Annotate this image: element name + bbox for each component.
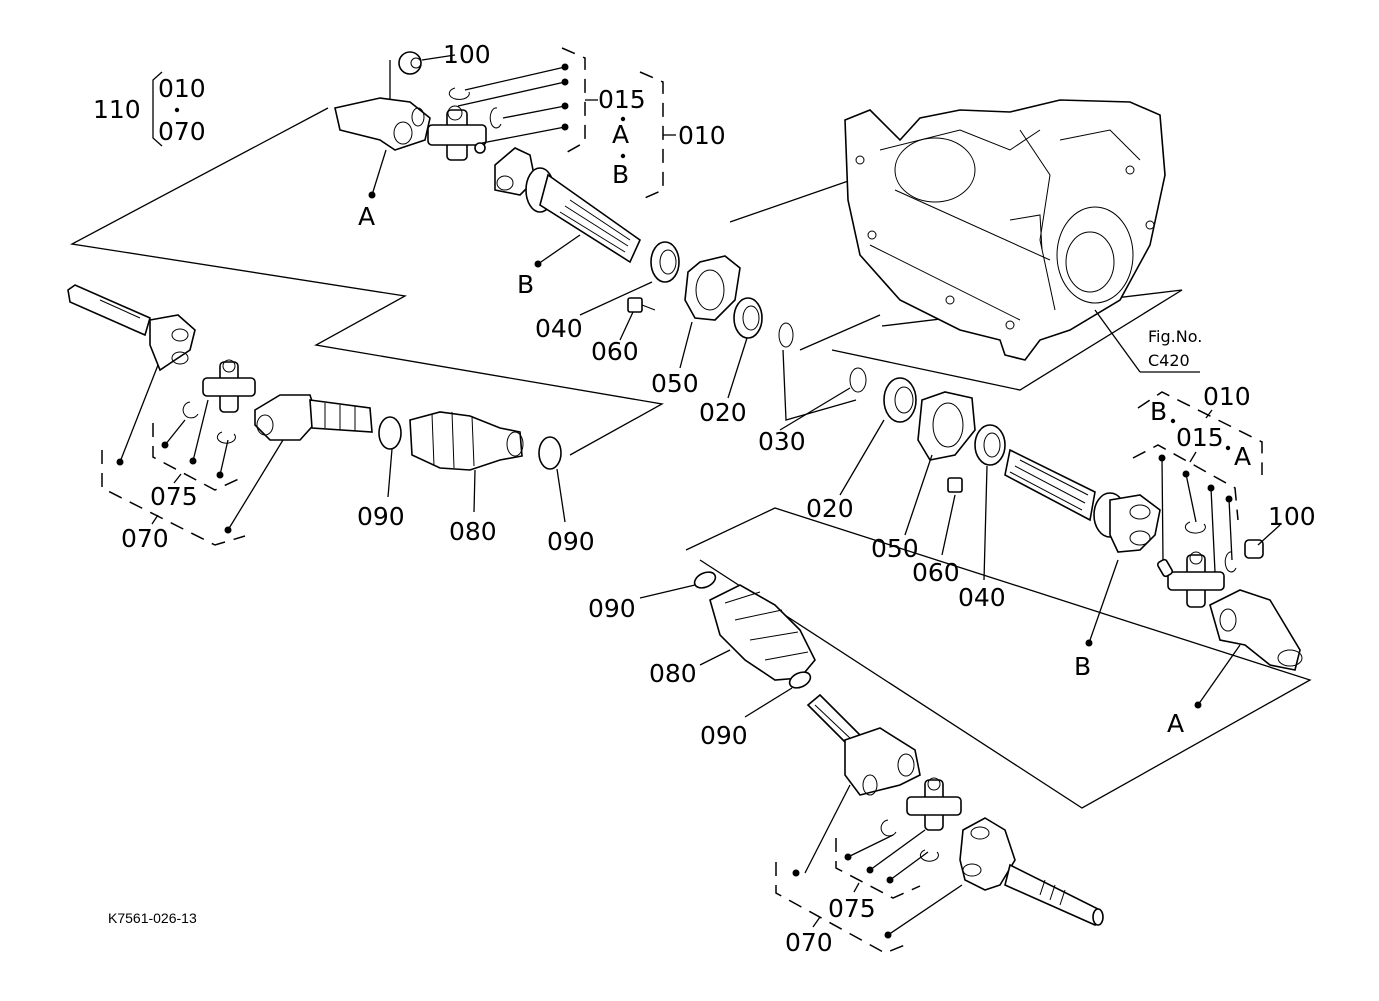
upper-label-015: 015 xyxy=(598,85,646,114)
upper-label-010: 010 xyxy=(678,121,726,150)
left-boot-080: 080 xyxy=(449,517,497,546)
transmission-case xyxy=(844,99,1200,373)
figure-ref-line1: Fig.No. xyxy=(1148,327,1202,346)
upper-label-100: 100 xyxy=(443,40,491,69)
lower-label-075: 075 xyxy=(828,894,876,923)
upper-housing-050: 050 xyxy=(651,369,699,398)
upper-shaft-B: B xyxy=(517,270,534,299)
right-yoke-A: A xyxy=(1167,709,1184,738)
upper-bearing-020: 020 xyxy=(699,398,747,427)
group-110: 110 010 070 xyxy=(93,71,206,147)
upper-seal-040: 040 xyxy=(535,314,583,343)
lower-seal-040: 040 xyxy=(958,583,1006,612)
lower-boot-080: 080 xyxy=(649,659,697,688)
lower-ring-090-bottom: 090 xyxy=(700,721,748,750)
figure-ref-line2: C420 xyxy=(1148,351,1190,370)
lower-drive-shaft xyxy=(639,571,1104,939)
lower-bearing-parts xyxy=(779,367,1096,581)
upper-sub-A: A xyxy=(612,120,629,149)
upper-bolt-060: 060 xyxy=(591,337,639,366)
upper-universal-joint xyxy=(334,51,642,268)
right-label-B: B xyxy=(1150,397,1167,426)
drawing-code: K7561-026-13 xyxy=(108,910,197,926)
left-label-070: 070 xyxy=(121,524,169,553)
upper-bearing-parts xyxy=(579,241,857,421)
right-label-010: 010 xyxy=(1203,382,1251,411)
left-ring-090: 090 xyxy=(357,502,405,531)
right-label-A: A xyxy=(1234,442,1251,471)
upper-sub-B: B xyxy=(612,160,629,189)
lower-ring-090-top: 090 xyxy=(588,594,636,623)
lower-housing-050: 050 xyxy=(871,534,919,563)
lower-bearing-020: 020 xyxy=(806,494,854,523)
lower-label-070: 070 xyxy=(785,928,833,957)
right-universal-joint xyxy=(1085,454,1303,709)
left-label-075: 075 xyxy=(150,482,198,511)
left-ring-090-right: 090 xyxy=(547,527,595,556)
right-shaft-B: B xyxy=(1074,652,1091,681)
right-label-015: 015 xyxy=(1176,423,1224,452)
left-drive-shaft xyxy=(67,284,566,534)
upper-yoke-A: A xyxy=(358,202,375,231)
group-110-range-bottom: 070 xyxy=(158,117,206,146)
group-110-range-top: 010 xyxy=(158,74,206,103)
lower-bolt-060: 060 xyxy=(912,558,960,587)
group-110-number: 110 xyxy=(93,95,141,124)
right-label-100: 100 xyxy=(1268,502,1316,531)
circlip-030: 030 xyxy=(758,427,806,456)
